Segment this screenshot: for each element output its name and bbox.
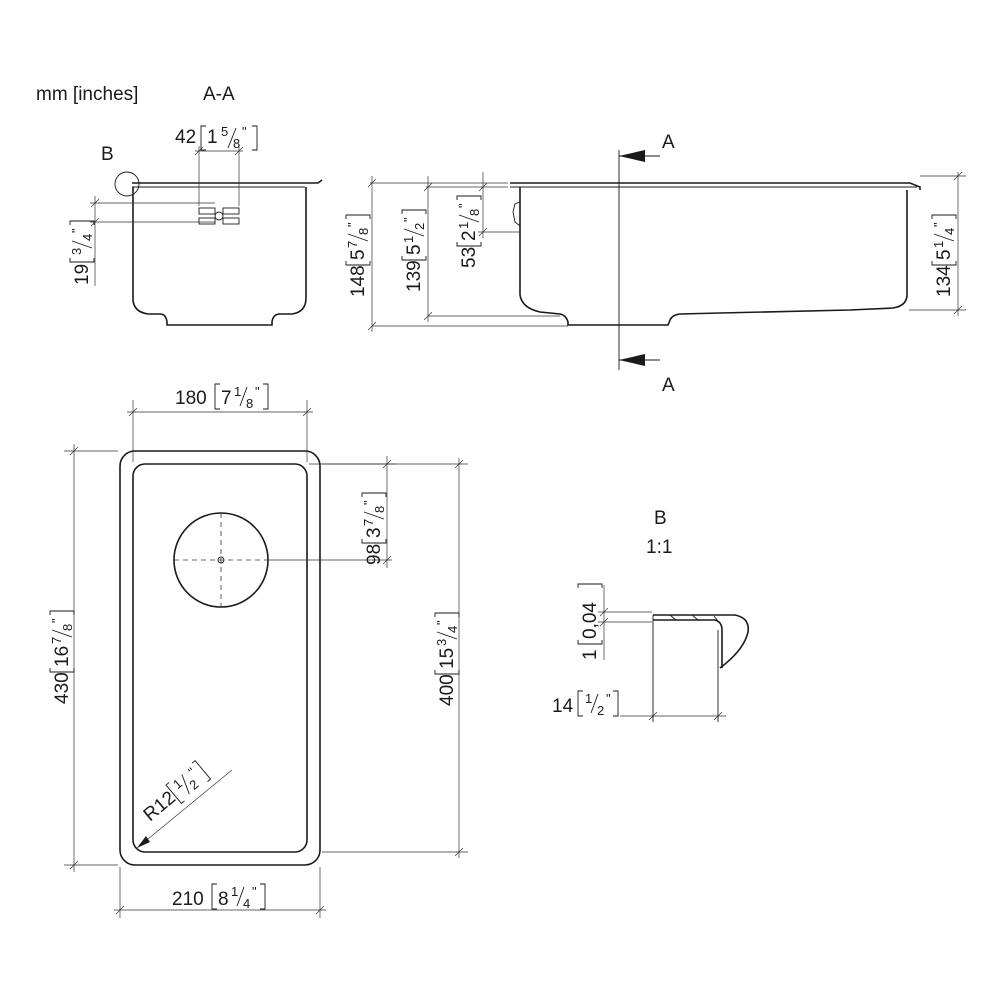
- svg-text:": ": [252, 884, 257, 899]
- dim-flange-width-in-den: 2: [597, 703, 604, 718]
- dim-outer-length-in-whole: 16: [52, 646, 73, 667]
- dim-right-depth-in-den: 4: [942, 228, 957, 235]
- dim-inner-depth-in-num: 1: [401, 236, 416, 243]
- svg-text:": ": [434, 620, 449, 625]
- dim-inner-length-mm: 400: [437, 674, 458, 706]
- dim-right-depth-in-whole: 5: [934, 249, 955, 260]
- dim-outer-length-in-den: 8: [60, 624, 75, 631]
- dim-drain-offset-in-num: 7: [361, 519, 376, 526]
- svg-text:": ": [185, 764, 198, 779]
- dim-drain-width-in-den: 8: [233, 136, 240, 151]
- dim-overflow-height-in-den: 8: [467, 209, 482, 216]
- dim-inner-depth-in-whole: 5: [404, 244, 425, 255]
- bracket-open: [200, 125, 206, 151]
- dim-inner-length-in-whole: 15: [437, 648, 458, 669]
- section-label: A-A: [203, 84, 235, 105]
- plan-view: 180 7 1 8 " 430 16 7 8 " 98 3 7 8: [49, 383, 468, 918]
- dim-flange-thickness-mm: 1: [580, 649, 601, 660]
- dim-outer-width-in-whole: 8: [218, 889, 229, 910]
- dim-inner-depth-mm: 139: [404, 260, 425, 292]
- dim-overall-depth-in-num: 7: [345, 241, 360, 248]
- dim-overflow-height-mm: 53: [459, 247, 480, 268]
- detail-callout-circle: [114, 171, 140, 197]
- drain-fitting-icon: [198, 207, 240, 225]
- dim-drain-width-in-whole: 1: [207, 127, 218, 148]
- dim-inner-length-in-den: 4: [445, 626, 460, 633]
- front-view: A A 148 5 7 8 " 139 5 1 2 ": [345, 132, 966, 396]
- dim-rim-offset-mm: 19: [72, 264, 93, 285]
- svg-text:": ": [606, 691, 611, 706]
- detail-scale: 1:1: [646, 537, 672, 558]
- dim-inner-depth-in-den: 2: [412, 223, 427, 230]
- dim-overall-depth-mm: 148: [348, 265, 369, 297]
- dim-outer-length-in-num: 7: [49, 637, 64, 644]
- detail-title: B: [654, 508, 667, 529]
- dim-outer-width-mm: 210: [172, 889, 204, 910]
- svg-text:": ": [69, 228, 84, 233]
- dim-right-depth-mm: 134: [934, 265, 955, 297]
- dim-outer-length-mm: 430: [52, 672, 73, 704]
- dim-overflow-height-in-num: 1: [456, 222, 471, 229]
- dim-outer-width-in-num: 1: [231, 884, 238, 899]
- dim-inner-width-in-num: 1: [234, 384, 241, 399]
- section-view-aa: B 42 1 5 8 " 19 3 4 ": [69, 124, 323, 326]
- dim-inner-length-in-num: 3: [434, 639, 449, 646]
- dim-overflow-height-in-whole: 2: [459, 230, 480, 241]
- dim-inner-width-in-den: 8: [246, 396, 253, 411]
- svg-text:": ": [931, 222, 946, 227]
- dim-rim-offset-in-num: 3: [69, 248, 84, 255]
- dim-overall-depth-in-whole: 5: [348, 249, 369, 260]
- detail-callout-label: B: [101, 144, 114, 165]
- dim-drain-offset-mm: 98: [364, 544, 385, 565]
- dim-overall-depth-in-den: 8: [356, 228, 371, 235]
- dim-drain-offset-in-whole: 3: [364, 527, 385, 538]
- dim-rim-offset-in-den: 4: [80, 234, 95, 241]
- dim-drain-width-in-num: 5: [221, 124, 228, 139]
- svg-text:": ": [345, 222, 360, 227]
- units-label: mm [inches]: [36, 84, 138, 105]
- dim-corner-radius-mm: R12: [140, 787, 180, 825]
- svg-text:": ": [255, 384, 260, 399]
- dim-outer-width-in-den: 4: [243, 896, 250, 911]
- dim-inner-width-in-whole: 7: [221, 388, 232, 409]
- section-marker-top: A: [662, 132, 675, 153]
- svg-text:": ": [361, 500, 376, 505]
- dim-inner-width-mm: 180: [175, 388, 207, 409]
- dim-flange-width-in-num: 1: [585, 691, 592, 706]
- flange-profile: [653, 614, 750, 669]
- svg-text:": ": [242, 124, 247, 139]
- overflow-tab: [512, 201, 521, 227]
- svg-text:": ": [49, 618, 64, 623]
- dim-flange-width-mm: 14: [552, 696, 574, 717]
- dim-right-depth-in-num: 1: [931, 241, 946, 248]
- section-marker-bottom: A: [662, 375, 675, 396]
- svg-text:": ": [401, 217, 416, 222]
- detail-view-b: B 1:1 1 0,04 14 1 2 ": [552, 508, 750, 722]
- svg-text:": ": [456, 203, 471, 208]
- dim-drain-width-mm: 42: [175, 127, 196, 148]
- dim-drain-offset-in-den: 8: [372, 506, 387, 513]
- dim-flange-thickness-in: 0,04: [580, 602, 601, 639]
